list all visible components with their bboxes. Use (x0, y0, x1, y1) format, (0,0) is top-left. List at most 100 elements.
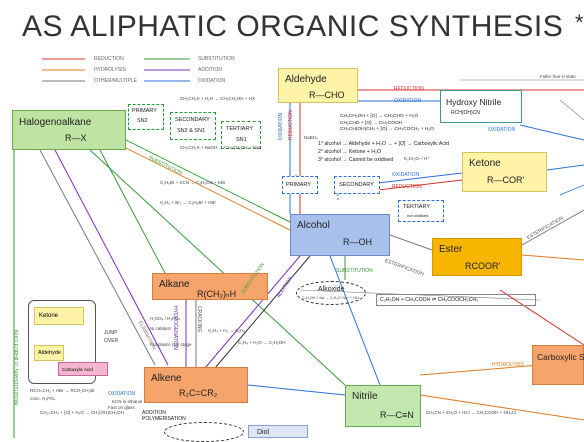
note-6: C₂H₄ + H₂ → C₂H₆ (208, 328, 246, 333)
aldehyde-formula: R—CHO (309, 90, 345, 100)
alcohol-tertiary-label: TERTIARY (403, 204, 430, 210)
legend-lines (42, 58, 190, 82)
note-11: NaBH₄ (304, 135, 318, 140)
alcohol-secondary: SECONDARY (334, 176, 380, 194)
legend-oxidation: OXIDATION (198, 78, 226, 84)
alcohol-primary-label: PRIMARY (286, 182, 311, 188)
legend-substitution: SUBSTITUTION (198, 56, 235, 62)
note-18: CH₂=CH₂ + [O] + H₂O → CH₂(OH)CH₂OH (40, 410, 124, 415)
label-oxidation-alkene: OXIDATION (108, 391, 136, 397)
label-addition-polymerisation: ADDITION POLYMERISATION (142, 410, 186, 422)
oxidation-rule-3: 3° alcohol → Cannot be oxidised (318, 157, 394, 163)
alkene-name: Alkene (151, 373, 182, 384)
aldehyde-eq-3: CH₃CH(OH)CH₃ + [O] → CH₃COCH₃ + H₂O (340, 127, 434, 132)
label-reduction-3: REDUCTION (288, 110, 294, 140)
note-9: Ni catalyst (150, 326, 171, 331)
page-title: AS ALIPHATIC ORGANIC SYNTHESIS (22, 10, 564, 43)
legend-hydrolysis: HYDROLYSIS (94, 67, 126, 73)
label-oxidation-4: OXIDATION (278, 112, 284, 140)
legend-addition: ADDITION (198, 67, 222, 73)
note-2: CH₃CH₂X + NaOH → CH₃CH₂OH + NaX (180, 145, 262, 150)
tertiary-halogenoalkane: TERTIARY SN1 (221, 121, 261, 149)
oxidation-rule-1: 1° alcohol → Aldehyde + H₂O → + [O] → Ca… (318, 141, 449, 147)
alkane-formula: R(CH₂)ₙH (197, 289, 237, 299)
mini-carboxylic-acid: Carboxylic Acid (58, 362, 108, 376)
aldehyde-eq-2: CH₃CHO + [O] → CH₃COOH (340, 120, 403, 126)
secondary-mech: SN2 & SN1 (177, 128, 206, 134)
note-8: H₂SO₄ / H₃PO₄ (150, 316, 181, 321)
label-oxidation-1: OXIDATION (394, 98, 422, 104)
alcohol-box: Alcohol R—OH (290, 214, 390, 256)
diol-name: Diol (257, 429, 270, 436)
title-star-mark: * (575, 10, 584, 35)
note-16: Fast on glass (108, 405, 135, 410)
hydroxy-nitrile-formula: RCH(OH)CN (451, 110, 480, 116)
over-label: OVER (104, 338, 119, 344)
alcohol-name: Alcohol (297, 220, 330, 231)
label-oxidation-2: OXIDATION (488, 127, 516, 133)
halogenoalkane-box: Halogenoalkane R—X (12, 110, 126, 150)
alcohol-secondary-label: SECONDARY (339, 182, 374, 188)
alkene-box: Alkene R₂C=CR₂ (144, 367, 248, 403)
ketone-formula: R—COR' (487, 175, 525, 185)
primary-mech: SN2 (137, 118, 148, 124)
mini-aldehyde: Aldehyde (34, 345, 64, 361)
alkane-name: Alkane (159, 279, 190, 290)
note-1: CH₃CH₂X + H₂O → CH₃CH₂OH + HX (180, 96, 255, 101)
alcohol-formula: R—OH (343, 237, 372, 247)
label-reduction-1: REDUCTION (394, 86, 424, 92)
note-17: Put plastic (Ni) stage (150, 342, 192, 347)
label-cracking: CRACKING (196, 306, 202, 333)
oxidation-rule-2: 2° alcohol → Ketone + H₂O (318, 149, 382, 155)
mini-ketone: Ketone (34, 307, 84, 325)
nitrile-box: Nitrile R—C≡N (345, 385, 421, 427)
aldehyde-equations: CH₃CH₂OH + [O] → CH₃CHO + H₂O CH₃CHO + [… (340, 114, 434, 134)
tertiary-label: TERTIARY (226, 126, 253, 132)
alkene-formula: R₂C=CR₂ (179, 388, 218, 398)
secondary-halogenoalkane: SECONDARY SN2 & SN1 (170, 112, 216, 140)
diol-box: Diol (248, 425, 308, 438)
alkoxide-eq: C₂H₅OH + Na → C₂H₅O⁻Na⁺ + ½H₂ (302, 296, 361, 300)
ester-formula: RCOOR' (465, 261, 501, 271)
nitrile-name: Nitrile (352, 391, 378, 402)
ester-equation: C₂H₅OH + CH₃COOH ⇌ CH₃COOCH₂CH₃ (376, 294, 536, 306)
label-hydrolysis: HYDROLYSIS (492, 362, 524, 368)
ester-box: Ester RCOOR' (432, 238, 522, 276)
note-13: RCH=CH₂ + HBr → RCH₂CH₂Br (30, 388, 95, 393)
halogenoalkane-formula: R—X (65, 133, 87, 143)
tertiary-mech: SN1 (236, 137, 247, 143)
label-reduction-2: REDUCTION (392, 184, 422, 190)
label-oxidation-3: OXIDATION (392, 172, 420, 178)
secondary-label: SECONDARY (175, 117, 210, 123)
carboxylic-salt-box: Carboxylic Salt (532, 345, 584, 385)
note-5: Fuller free H state (540, 74, 576, 79)
hydroxy-nitrile-name: Hydroxy Nitrile (446, 97, 502, 107)
nitrile-formula: R—C≡N (380, 410, 414, 420)
note-7: C₂H₄ + H₂O → C₂H₅OH (238, 340, 286, 345)
alkane-box: Alkane R(CH₂)ₙH (152, 273, 268, 300)
note-15: KCN in ethanol (112, 399, 143, 404)
label-nucleophilic-substitution: NUCLEOPHILIC SUBSTITUTION (12, 330, 18, 406)
aldehyde-eq-1: CH₃CH₂OH + [O] → CH₃CHO + H₂O (340, 114, 419, 119)
halogenoalkane-name: Halogenoalkane (19, 117, 92, 128)
oxidation-rules: 1° alcohol → Aldehyde + H₂O → + [O] → Ca… (318, 140, 449, 164)
alcohol-tertiary-note: not oxidised (407, 213, 429, 218)
ester-name: Ester (439, 244, 463, 255)
aldehyde-name: Aldehyde (285, 74, 327, 85)
jump-over-panel (28, 300, 96, 384)
note-14: conc. H₃PO₄ (30, 396, 56, 401)
note-12: K₂Cr₂O₇ / H⁺ (404, 156, 430, 161)
polymer-ellipse (164, 422, 244, 442)
note-10: CH₃CN + 2H₂O + HCl → CH₃COOH + NH₄Cl (426, 410, 517, 415)
alcohol-primary: PRIMARY (282, 176, 318, 194)
hydroxy-nitrile-box: Hydroxy Nitrile RCH(OH)CN (440, 90, 522, 123)
primary-halogenoalkane: PRIMARY SN2 (128, 104, 164, 130)
note-4: C₂H₆ + Br₂ → C₂H₅Br + HBr (160, 200, 216, 205)
alcohol-tertiary: TERTIARY not oxidised (398, 200, 444, 222)
aldehyde-box: Aldehyde R—CHO (278, 68, 358, 103)
ketone-name: Ketone (469, 158, 501, 169)
note-3: C₂H₅Br + KCN → C₂H₅CN + KBr (160, 180, 226, 185)
primary-label: PRIMARY (132, 108, 157, 114)
legend-other: OTHER/MULTIPLE (94, 78, 137, 84)
